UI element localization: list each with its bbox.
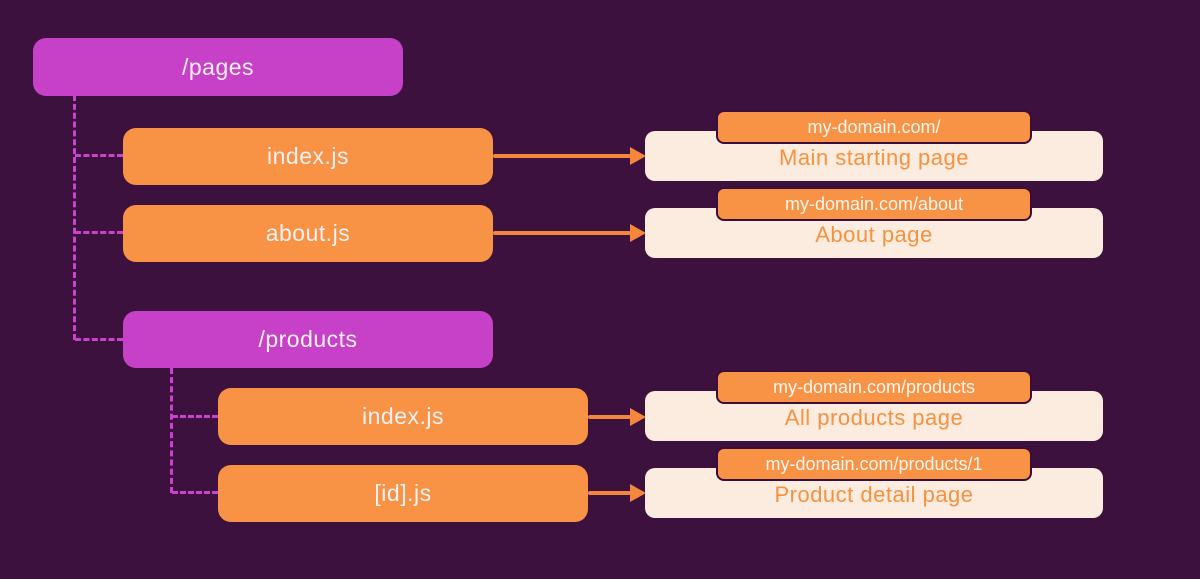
folder-node-pages: /pages: [33, 38, 403, 96]
arrow-about-shaft: [493, 231, 631, 235]
arrow-id-head-icon: [630, 484, 646, 502]
connector-trunk-pages: [73, 95, 76, 340]
route-url-badge: my-domain.com/about: [716, 187, 1032, 221]
file-node-id-js-label: [id].js: [374, 480, 432, 506]
folder-node-products: /products: [123, 311, 493, 368]
file-node-products-index-js-label: index.js: [362, 403, 444, 429]
folder-node-products-label: /products: [258, 326, 358, 352]
file-node-about-js: about.js: [123, 205, 493, 262]
file-node-products-index-js: index.js: [218, 388, 588, 445]
connector-branch-id: [172, 491, 218, 494]
connector-branch-about: [75, 231, 123, 234]
arrow-about-head-icon: [630, 224, 646, 242]
connector-trunk-products: [170, 368, 173, 493]
route-card-product-detail: my-domain.com/products/1 Product detail …: [645, 447, 1103, 518]
route-card-home: my-domain.com/ Main starting page: [645, 110, 1103, 181]
arrow-index2-head-icon: [630, 408, 646, 426]
route-card-about: my-domain.com/about About page: [645, 187, 1103, 258]
arrow-index1-head-icon: [630, 147, 646, 165]
connector-branch-index1: [75, 154, 123, 157]
route-page-label: All products page: [784, 405, 964, 430]
route-url-badge: my-domain.com/: [716, 110, 1032, 144]
arrow-index1-shaft: [493, 154, 631, 158]
file-node-id-js: [id].js: [218, 465, 588, 522]
route-page-label: Product detail page: [774, 482, 974, 507]
file-node-index-js-label: index.js: [267, 143, 349, 169]
route-page-label: Main starting page: [779, 145, 969, 170]
route-url-badge: my-domain.com/products/1: [716, 447, 1032, 481]
arrow-id-shaft: [588, 491, 631, 495]
folder-node-pages-label: /pages: [181, 53, 255, 80]
route-url-badge: my-domain.com/products: [716, 370, 1032, 404]
file-node-about-js-label: about.js: [265, 220, 351, 246]
route-page-label: About page: [815, 222, 933, 247]
connector-branch-products: [75, 338, 123, 341]
route-url-text: my-domain.com/: [807, 116, 941, 137]
route-url-text: my-domain.com/about: [784, 193, 964, 214]
connector-branch-index2: [172, 415, 218, 418]
route-url-text: my-domain.com/products/1: [765, 453, 983, 474]
route-card-products: my-domain.com/products All products page: [645, 370, 1103, 441]
route-url-text: my-domain.com/products: [772, 376, 976, 397]
arrow-index2-shaft: [588, 415, 631, 419]
file-node-index-js: index.js: [123, 128, 493, 185]
